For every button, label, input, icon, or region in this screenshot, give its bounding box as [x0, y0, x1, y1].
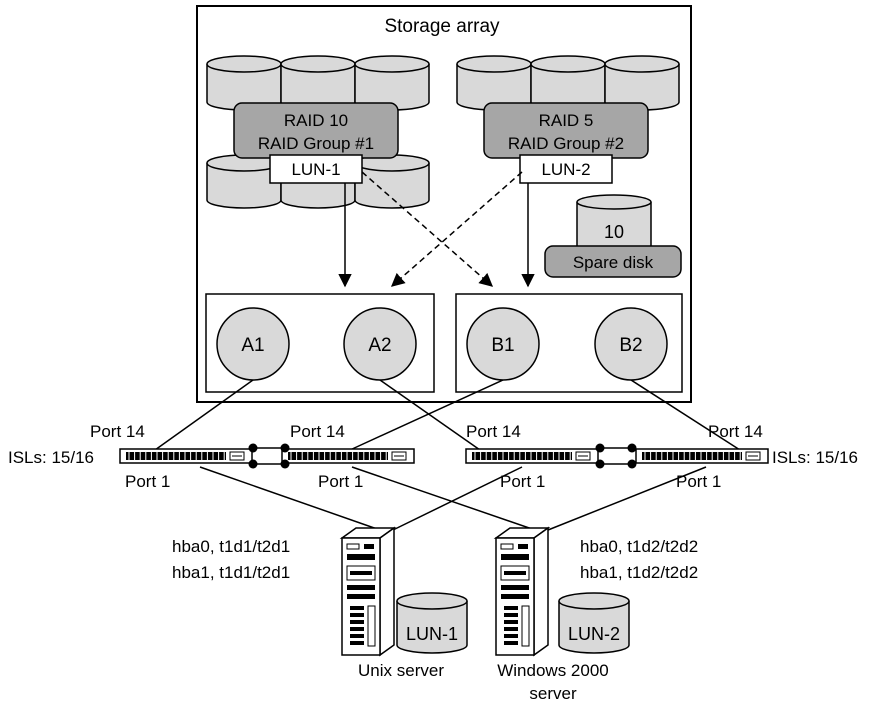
isl-left [248, 443, 290, 469]
spare-disk: 10 Spare disk [544, 194, 682, 278]
windows-server-name-line2: server [529, 684, 577, 703]
switch-icon [126, 452, 226, 460]
fc-switches [119, 448, 769, 464]
switch-icon [642, 452, 742, 460]
lun-1-box: LUN-1 [269, 154, 363, 184]
unix-server [339, 526, 397, 657]
port-1-label: Port 1 [676, 472, 721, 491]
port-14-label: Port 14 [466, 422, 521, 441]
fc-switch-3 [465, 448, 599, 464]
raid-group-2-disks [456, 55, 680, 111]
spare-disk-label: Spare disk [573, 253, 654, 272]
isl-right [595, 443, 637, 469]
fc-switch-4 [635, 448, 769, 464]
disk-icon [604, 55, 680, 111]
raid-level-label: RAID 5 [539, 111, 594, 130]
switch-icon [288, 452, 388, 460]
port-1-label: Port 1 [500, 472, 545, 491]
port-1-label: Port 1 [318, 472, 363, 491]
lun-label: LUN-2 [541, 160, 590, 179]
windows-lun-disk: LUN-2 [558, 592, 630, 654]
storage-array-title: Storage array [384, 16, 500, 37]
link-switch1-unix [199, 466, 381, 531]
lun-2-box: LUN-2 [519, 154, 613, 184]
port-label: B1 [491, 335, 514, 356]
port-label: A1 [241, 335, 264, 356]
disk-icon [558, 601, 630, 654]
servers [339, 526, 551, 657]
windows-hba0-label: hba0, t1d2/t2d2 [580, 537, 698, 556]
link-switch3-unix [392, 466, 523, 531]
path-lun2-to-a2 [390, 171, 523, 287]
disk-icon [354, 55, 430, 111]
isl-label-right: ISLs: 15/16 [772, 448, 858, 467]
link-b1-switch2 [349, 379, 504, 451]
windows-server-name: Windows 2000 [497, 661, 609, 680]
windows-lun-label: LUN-2 [568, 624, 620, 644]
port-14-label: Port 14 [90, 422, 145, 441]
port-b2: B2 [594, 307, 668, 381]
unix-hba0-label: hba0, t1d1/t2d1 [172, 537, 290, 556]
disk-icon [530, 55, 606, 111]
path-lun1-to-b1 [361, 171, 494, 287]
port-b1: B1 [466, 307, 540, 381]
isl-label-left: ISLs: 15/16 [8, 448, 94, 467]
disk-icon [280, 55, 356, 111]
port-14-label: Port 14 [708, 422, 763, 441]
disk-icon [354, 154, 430, 209]
link-b2-switch4 [630, 379, 741, 451]
link-switch4-windows [547, 466, 707, 531]
switch-icon [472, 452, 572, 460]
unix-lun-label: LUN-1 [406, 624, 458, 644]
port-label: A2 [368, 335, 391, 356]
disk-icon [456, 55, 532, 111]
link-a2-switch3 [379, 379, 481, 451]
port-label: B2 [619, 335, 642, 356]
fc-switch-2 [281, 448, 415, 464]
raid-group-1-label: RAID 10 RAID Group #1 [233, 102, 399, 159]
raid-group-2-label: RAID 5 RAID Group #2 [483, 102, 649, 159]
disk-icon [206, 55, 282, 111]
unix-server-name: Unix server [358, 661, 444, 680]
port-a2: A2 [343, 307, 417, 381]
raid-level-label: RAID 10 [284, 111, 348, 130]
lun-label: LUN-1 [291, 160, 340, 179]
fc-switch-1 [119, 448, 253, 464]
windows-server [493, 526, 551, 657]
raid-group-name: RAID Group #1 [258, 134, 374, 153]
unix-lun-disk: LUN-1 [396, 592, 468, 654]
port-14-label: Port 14 [290, 422, 345, 441]
port-a1: A1 [216, 307, 290, 381]
link-switch2-windows [351, 466, 536, 531]
raid-group-name: RAID Group #2 [508, 134, 624, 153]
link-a1-switch1 [154, 379, 254, 451]
disk-icon [396, 601, 468, 654]
unix-hba1-label: hba1, t1d1/t2d1 [172, 563, 290, 582]
port-1-label: Port 1 [125, 472, 170, 491]
spare-disk-number: 10 [604, 222, 624, 242]
windows-hba1-label: hba1, t1d2/t2d2 [580, 563, 698, 582]
